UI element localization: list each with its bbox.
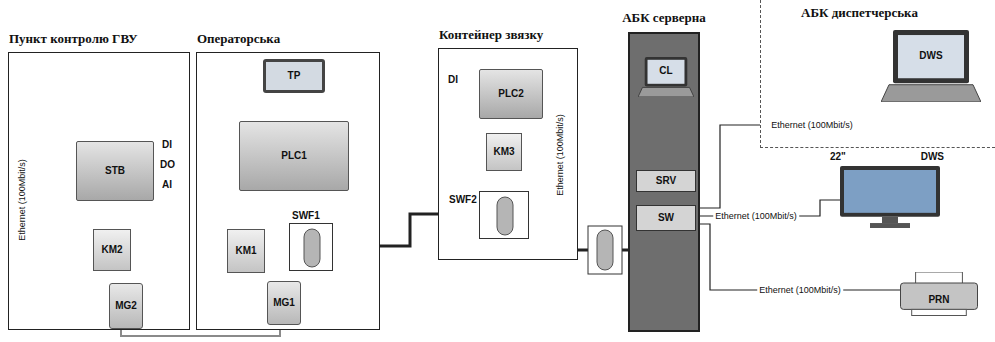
switch-box: KM1 <box>227 229 265 273</box>
antenna-frame <box>588 226 622 274</box>
device-label: MG1 <box>271 297 297 309</box>
plc-box: PLC1 <box>239 121 349 191</box>
region-box: TPPLC1KM1SWF1MG1Операторська <box>196 52 380 330</box>
device-label: SWF2 <box>447 194 479 206</box>
device-label: SWF1 <box>290 210 322 222</box>
rack-box: CLSRVSWАБК серверна <box>628 32 700 332</box>
drawing-part <box>304 229 320 267</box>
signal-name: DI <box>162 139 172 150</box>
cable-label: Ethernet (100Mbit/s) <box>555 112 565 198</box>
device-label: STB <box>103 165 127 177</box>
room-heading: Операторська <box>197 32 280 47</box>
drawing-part <box>648 60 685 84</box>
signal-name: DO <box>160 159 175 170</box>
cable-label: Ethernet (100Mbit/s) <box>757 285 843 295</box>
region-box: STBKM2MG2Пункт контролю ГВУ <box>8 52 190 330</box>
unit-box: SW <box>636 205 696 231</box>
cable-label: Ethernet (100Mbit/s) <box>769 120 855 130</box>
switch-box: KM2 <box>93 229 131 271</box>
device-label: PLC2 <box>496 88 526 100</box>
device-label: KM1 <box>233 245 258 257</box>
monitor-icon <box>840 166 940 228</box>
laptop-box: DWS <box>881 30 981 102</box>
plc-box: STB <box>76 141 154 201</box>
drawing-part <box>882 217 898 223</box>
plc-box: PLC2 <box>479 69 543 119</box>
drawing-part <box>898 35 964 78</box>
antenna-box: SWF2 <box>479 191 529 239</box>
device-label: 22" <box>828 151 848 163</box>
room-heading: Контейнер звязку <box>439 28 543 43</box>
switch-box: KM3 <box>486 133 522 171</box>
monitor-box: 22"DWS <box>840 166 940 228</box>
device-label: SW <box>656 212 676 224</box>
device-label: MG2 <box>113 300 139 312</box>
laptop-icon <box>638 57 694 97</box>
room-heading: АБК серверна <box>622 11 706 26</box>
drawing-part <box>844 170 936 213</box>
unit-box: SRV <box>636 170 696 192</box>
drawing-part <box>893 30 969 83</box>
antenna-icon <box>290 224 334 272</box>
drawing-part <box>870 223 910 228</box>
drawing-part <box>881 85 981 102</box>
drawing-part <box>638 87 694 97</box>
device-label: DWS <box>919 151 946 163</box>
device-label: CL <box>657 65 674 77</box>
signal-name: AI <box>162 179 172 190</box>
device-label: TP <box>286 70 303 82</box>
laptop-icon <box>881 30 981 102</box>
drawing-part <box>901 283 978 309</box>
drawing-part <box>912 309 967 315</box>
antenna-icon <box>480 192 530 240</box>
drawing-part <box>840 166 940 217</box>
panel-box: TP <box>263 59 325 93</box>
device-label: DWS <box>917 50 944 62</box>
device-label: KM2 <box>99 244 124 256</box>
signal-name: DI <box>448 74 458 85</box>
cable-label: Ethernet (100Mbit/s) <box>713 211 799 221</box>
device-label: PRN <box>926 294 951 306</box>
laptop-box: CL <box>638 57 694 97</box>
room-heading: Пункт контролю ГВУ <box>9 32 138 47</box>
conv-box: MG1 <box>267 281 301 325</box>
device-label: SRV <box>654 175 678 187</box>
printer-box: PRN <box>900 272 978 316</box>
conv-box: MG2 <box>109 283 143 329</box>
room-heading: АБК диспетчерська <box>801 6 918 21</box>
device-label: PLC1 <box>279 150 309 162</box>
drawing-part <box>497 197 513 235</box>
antenna-body <box>597 230 613 270</box>
cable-label: Ethernet (100Mbit/s) <box>17 157 27 243</box>
cable-line <box>696 224 900 290</box>
antenna-box: SWF1 <box>289 223 333 271</box>
antenna-icon <box>588 226 622 274</box>
device-label: KM3 <box>491 146 516 158</box>
drawing-part <box>645 57 688 87</box>
